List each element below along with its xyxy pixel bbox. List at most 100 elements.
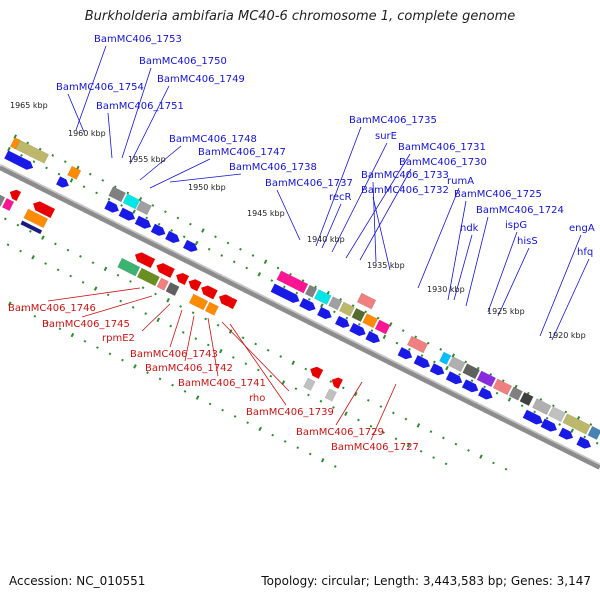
tick-mark xyxy=(291,360,296,366)
gene-feature xyxy=(313,289,332,306)
tick-mark xyxy=(382,334,387,340)
tick-mark xyxy=(182,235,186,239)
leader-line xyxy=(453,234,473,301)
tick-mark xyxy=(382,431,385,434)
gene-feature xyxy=(104,200,119,213)
tick-mark xyxy=(13,134,17,139)
gene-feature xyxy=(317,306,332,319)
tick-mark xyxy=(93,286,98,291)
tick-mark xyxy=(146,371,149,374)
gene-label: BamMC406_1749 xyxy=(157,74,245,85)
tick-mark xyxy=(88,172,92,176)
tick-mark xyxy=(246,421,249,425)
tick-mark xyxy=(95,191,98,195)
tick-mark xyxy=(144,312,148,315)
tick-mark xyxy=(239,247,242,251)
tick-mark xyxy=(266,348,270,352)
tick-mark xyxy=(451,353,456,358)
scale-label: 1920 kbp xyxy=(548,331,586,340)
gene-feature xyxy=(201,285,218,300)
tick-marks xyxy=(4,134,599,471)
tick-mark xyxy=(204,317,207,321)
leader-line xyxy=(141,303,171,332)
tick-mark xyxy=(133,364,137,369)
tick-mark xyxy=(552,404,555,408)
leader-line xyxy=(149,158,211,189)
tick-mark xyxy=(79,255,82,258)
gene-feature xyxy=(67,165,82,180)
tick-mark xyxy=(366,398,370,402)
tick-mark xyxy=(406,442,411,448)
gene-feature xyxy=(4,150,34,170)
gene-label: BamMC406_1730 xyxy=(399,157,487,168)
leader-line xyxy=(221,321,290,392)
gene-feature xyxy=(406,335,429,354)
tick-mark xyxy=(66,248,70,252)
tick-mark xyxy=(426,341,430,345)
tick-mark xyxy=(219,348,223,354)
gene-feature xyxy=(156,263,175,278)
gene-label: BamMC406_1724 xyxy=(476,205,564,216)
tick-mark xyxy=(169,324,173,328)
leader-line xyxy=(417,187,460,289)
backbone xyxy=(0,163,600,470)
tick-mark xyxy=(294,387,298,391)
leader-line xyxy=(229,323,287,406)
tick-mark xyxy=(270,279,274,282)
gene-feature xyxy=(445,371,463,385)
tick-mark xyxy=(33,314,37,318)
tick-mark xyxy=(257,272,262,277)
gene-label: recR xyxy=(329,192,352,203)
tick-mark xyxy=(539,398,543,401)
tick-mark xyxy=(527,391,530,395)
tick-mark xyxy=(45,166,48,170)
gene-label: BamMC406_1747 xyxy=(198,147,286,158)
gene-feature xyxy=(134,252,156,269)
tick-mark xyxy=(333,310,336,314)
tick-mark xyxy=(289,272,292,276)
scale-label: 1965 kbp xyxy=(10,101,48,110)
scale-label: 1930 kbp xyxy=(427,285,465,294)
gene-label: BamMC406_1754 xyxy=(56,82,144,93)
gene-label: BamMC406_1748 xyxy=(169,134,257,145)
tick-mark xyxy=(107,197,111,201)
gene-feature xyxy=(204,301,219,316)
gene-label: hisS xyxy=(517,236,538,247)
leader-line xyxy=(81,295,153,318)
gene-feature xyxy=(328,296,343,311)
tick-mark xyxy=(467,449,470,452)
leader-line xyxy=(331,142,388,253)
gene-feature xyxy=(439,351,452,365)
tick-mark xyxy=(44,262,47,265)
scale-label: 1955 kbp xyxy=(128,155,166,164)
tick-mark xyxy=(295,291,299,295)
gene-features xyxy=(0,137,600,449)
leader-line xyxy=(447,200,467,301)
tick-mark xyxy=(489,373,493,376)
tick-mark xyxy=(470,379,474,383)
gene-feature xyxy=(492,378,513,396)
tick-mark xyxy=(26,141,30,145)
tick-mark xyxy=(263,259,268,265)
gene-feature xyxy=(429,363,445,376)
gene-feature xyxy=(33,201,55,218)
gene-feature xyxy=(365,331,380,344)
tick-mark xyxy=(595,441,599,445)
tick-mark xyxy=(171,383,174,387)
gene-feature xyxy=(413,355,431,369)
gene-label: rho xyxy=(249,393,265,404)
gene-feature xyxy=(349,323,366,336)
tick-mark xyxy=(69,178,74,183)
tick-mark xyxy=(8,301,12,307)
gene-feature xyxy=(165,281,180,297)
tick-mark xyxy=(69,274,72,278)
tick-mark xyxy=(131,306,135,309)
tick-mark xyxy=(41,235,45,240)
tick-mark xyxy=(357,418,360,422)
tick-mark xyxy=(38,147,42,151)
tick-mark xyxy=(245,266,249,270)
leader-line xyxy=(345,153,411,259)
tick-mark xyxy=(439,348,443,351)
leader-line xyxy=(169,173,242,183)
